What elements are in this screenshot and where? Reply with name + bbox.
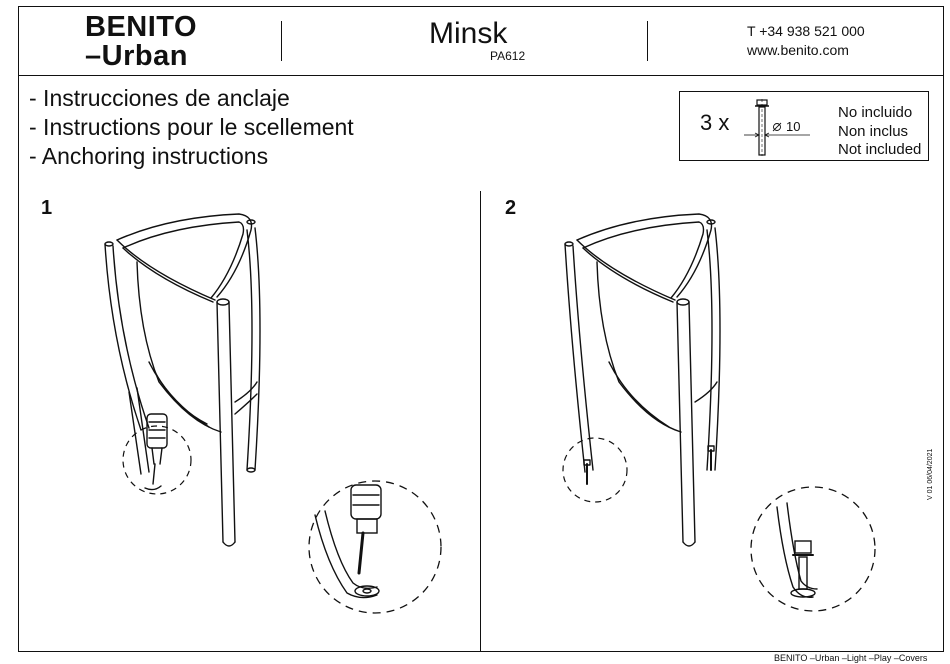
not-included-es: No incluido <box>838 104 913 121</box>
instruction-title-es: - Instrucciones de anclaje <box>29 85 290 111</box>
step-2-number: 2 <box>505 197 517 219</box>
instruction-sheet: BENITO –Urban Minsk PA612 T +34 938 521 … <box>18 6 944 652</box>
hardware-quantity: 3 x <box>700 110 730 135</box>
footer-brands: BENITO –Urban –Light –Play –Covers <box>774 653 928 663</box>
instruction-title-fr: - Instructions pour le scellement <box>29 114 354 140</box>
instruction-title-en: - Anchoring instructions <box>29 143 269 169</box>
diameter-value: 10 <box>786 119 801 134</box>
step-1-drilling-illustration <box>104 213 261 547</box>
hardware-box: 3 x 10 No incluido Non inclus Not includ… <box>679 91 929 161</box>
not-included-en: Not included <box>838 141 922 158</box>
header-divider <box>281 21 282 61</box>
brand-division: –Urban <box>85 40 188 72</box>
step-2-bolt-illustration <box>562 213 721 547</box>
header: BENITO –Urban Minsk PA612 T +34 938 521 … <box>19 7 943 76</box>
product-code: PA612 <box>490 49 526 63</box>
version-label: V 01 06/04/2021 <box>927 448 934 500</box>
step-divider <box>480 191 481 651</box>
brand-name: BENITO <box>85 11 198 43</box>
website-link[interactable]: www.benito.com <box>747 42 849 58</box>
anchor-bolt-icon <box>744 99 810 156</box>
step-1-detail-zoom <box>308 480 442 614</box>
step-2-detail-zoom <box>750 486 876 612</box>
not-included-fr: Non inclus <box>838 123 909 140</box>
phone-number: T +34 938 521 000 <box>747 23 865 39</box>
header-divider <box>647 21 648 61</box>
product-name: Minsk <box>429 17 508 50</box>
step-1-number: 1 <box>41 197 53 219</box>
